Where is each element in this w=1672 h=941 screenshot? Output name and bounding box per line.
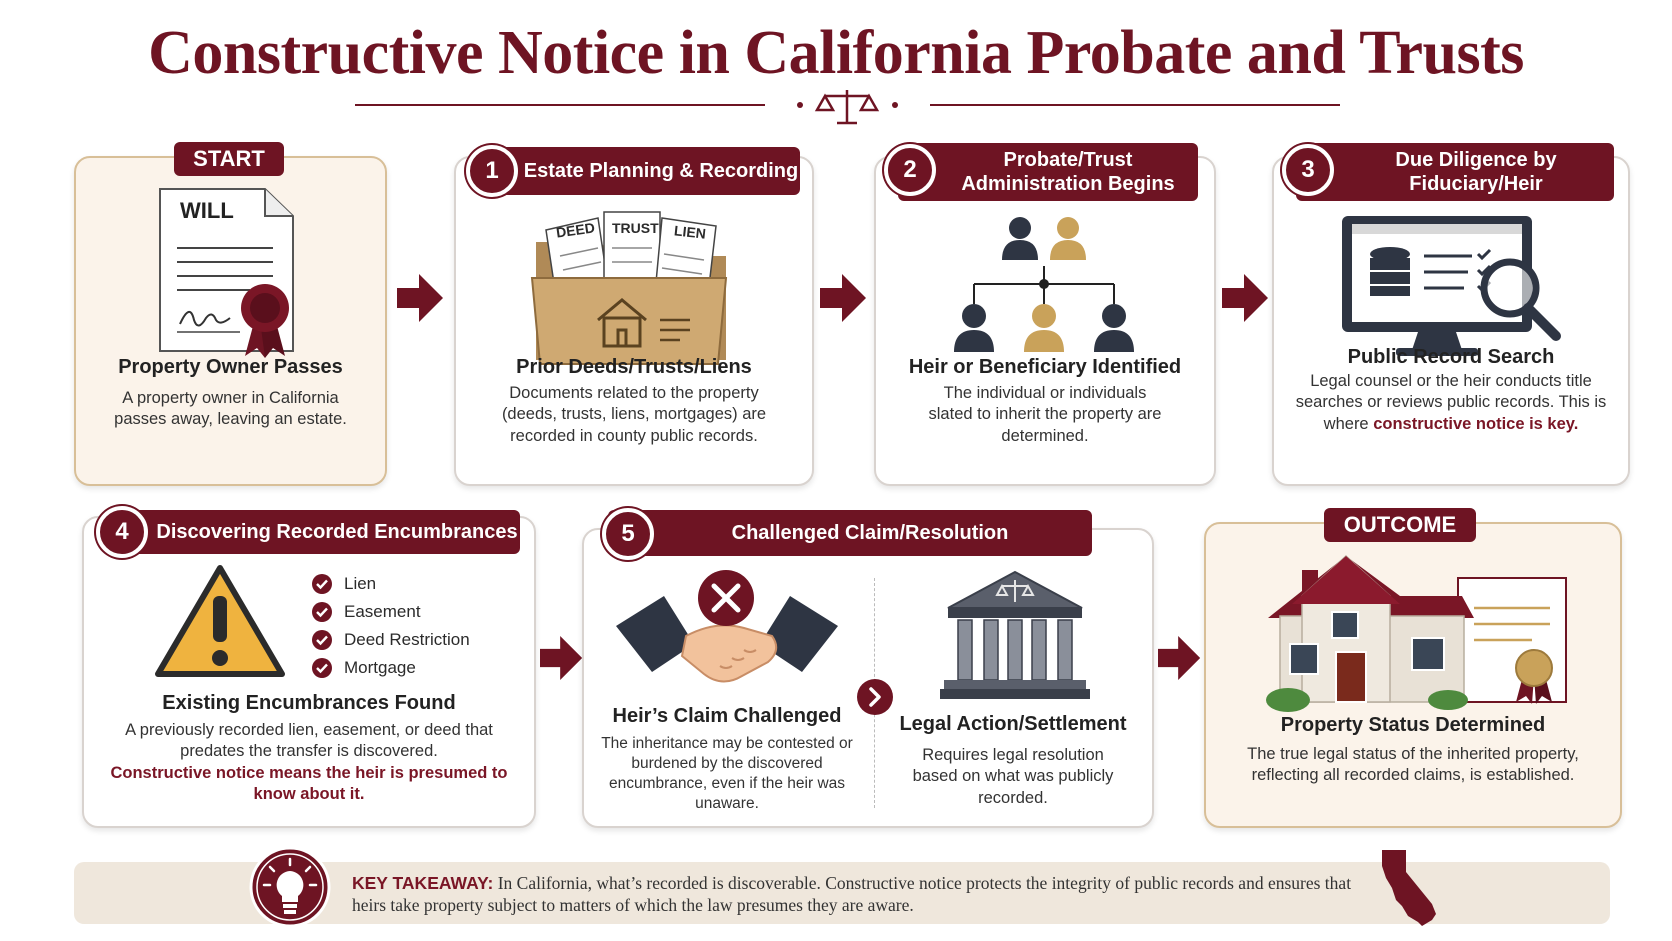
- arrow-right-icon: [1158, 636, 1201, 680]
- check-circle-icon: [312, 602, 332, 622]
- outcome-tag: OUTCOME: [1324, 508, 1476, 542]
- start-tag: START: [174, 142, 284, 176]
- x-circle-icon: [698, 570, 754, 626]
- step4-desc: A previously recorded lien, easement, or…: [106, 720, 512, 806]
- house-deed-icon: [1266, 554, 1567, 712]
- arrow-right-icon: [397, 274, 443, 322]
- step5-right-desc: Requires legal resolution based on what …: [912, 746, 1114, 807]
- step4-banner: Discovering Recorded Encumbrances: [110, 510, 520, 554]
- folder-documents-icon: [530, 211, 728, 365]
- step2-banner: Probate/Trust Administration Begins: [898, 143, 1198, 201]
- step2-number-badge: 2: [884, 144, 936, 196]
- step4-number-badge: 4: [96, 506, 148, 558]
- certificate-icon: [1457, 577, 1567, 704]
- step2-title: Heir or Beneficiary Identified: [908, 356, 1182, 378]
- person-icon: [954, 304, 994, 352]
- step5-right-title: Legal Action/Settlement: [899, 713, 1127, 735]
- scales-of-justice-icon: [814, 90, 880, 125]
- scales-icon: [995, 580, 1035, 602]
- outcome-desc: The true legal status of the inherited p…: [1247, 745, 1579, 785]
- step5-left-desc: The inheritance may be contested or burd…: [601, 735, 853, 813]
- key-takeaway-body: In California, what’s recorded is discov…: [352, 873, 1352, 915]
- encumbrance-checklist: Lien Easement Deed Restriction Mortgage: [312, 570, 470, 682]
- step4-desc-text: A previously recorded lien, easement, or…: [125, 721, 493, 761]
- person-icon: [1050, 217, 1086, 260]
- step4-title: Existing Encumbrances Found: [162, 692, 456, 714]
- step1-number-badge: 1: [466, 145, 518, 197]
- lien-label: LIEN: [673, 222, 707, 242]
- check-circle-icon: [312, 630, 332, 650]
- courthouse-icon: [940, 570, 1090, 699]
- arrow-right-icon: [820, 274, 866, 322]
- step3-number-badge: 3: [1282, 144, 1334, 196]
- key-takeaway-label: KEY TAKEAWAY:: [352, 873, 494, 893]
- magnifier-icon: [1480, 258, 1561, 341]
- house-icon: [1266, 554, 1474, 712]
- check-circle-icon: [312, 658, 332, 678]
- step2-desc: The individual or individuals slated to …: [928, 384, 1162, 445]
- california-map-icon: [1382, 850, 1436, 926]
- step5-banner: Challenged Claim/Resolution: [608, 510, 1092, 556]
- person-icon: [1024, 304, 1064, 352]
- step1-desc: Documents related to the property (deeds…: [501, 384, 767, 445]
- step3-title: Public Record Search: [1347, 346, 1555, 368]
- will-document-icon: [159, 188, 294, 358]
- start-desc: A property owner in California passes aw…: [114, 389, 347, 429]
- outcome-title: Property Status Determined: [1280, 714, 1546, 736]
- handshake-icon: [616, 570, 838, 683]
- person-icon: [1002, 217, 1038, 260]
- key-takeaway-text: KEY TAKEAWAY: In California, what’s reco…: [352, 872, 1352, 916]
- chevron-right-icon: [857, 679, 893, 715]
- step1-banner: Estate Planning & Recording: [480, 147, 800, 195]
- list-item: Lien: [312, 570, 470, 598]
- trust-label: TRUST: [612, 220, 659, 236]
- step3-banner: Due Diligence by Fiduciary/Heir: [1296, 143, 1614, 201]
- step1-title: Prior Deeds/Trusts/Liens: [516, 356, 752, 378]
- list-item: Deed Restriction: [312, 626, 470, 654]
- step5-number-badge: 5: [602, 508, 654, 560]
- lightbulb-icon: [249, 846, 331, 928]
- arrow-right-icon: [1222, 274, 1268, 322]
- step5-left-title: Heir’s Claim Challenged: [612, 705, 842, 727]
- step3-desc-text: Legal counsel or the heir conducts title…: [1295, 372, 1607, 433]
- start-title: Property Owner Passes: [118, 356, 343, 378]
- check-circle-icon: [312, 574, 332, 594]
- list-item: Easement: [312, 598, 470, 626]
- person-icon: [1094, 304, 1134, 352]
- page-title: Constructive Notice in California Probat…: [148, 19, 1524, 87]
- wax-seal-icon: [241, 284, 289, 358]
- family-tree-icon: [954, 217, 1134, 352]
- computer-search-icon: [1342, 216, 1561, 356]
- step3-desc-emphasis: constructive notice is key.: [1373, 414, 1579, 433]
- title-divider: [355, 90, 1340, 125]
- step4-desc-emphasis: Constructive notice means the heir is pr…: [110, 763, 508, 804]
- step3-desc: Legal counsel or the heir conducts title…: [1292, 371, 1610, 435]
- list-item: Mortgage: [312, 654, 470, 682]
- database-icon: [1370, 247, 1410, 296]
- will-label: WILL: [180, 198, 234, 223]
- house-icon: [597, 298, 647, 348]
- warning-icon: [155, 565, 285, 677]
- arrow-right-icon: [540, 636, 583, 680]
